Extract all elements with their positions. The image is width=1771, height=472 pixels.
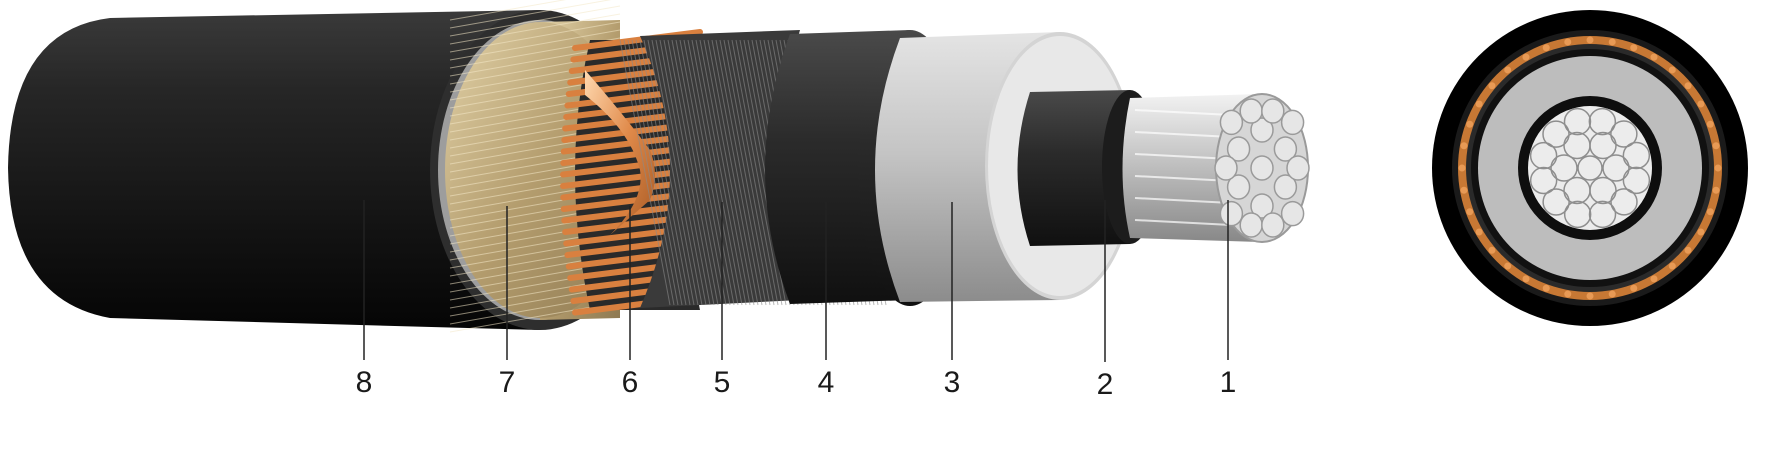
callout-8: 8 (356, 200, 373, 399)
callout-6: 6 (622, 206, 639, 399)
label-4: 4 (818, 366, 835, 399)
label-7: 7 (499, 366, 516, 399)
callout-2: 2 (1097, 200, 1114, 401)
conductor (1122, 93, 1310, 243)
label-1: 1 (1220, 366, 1237, 399)
label-2: 2 (1097, 368, 1114, 401)
callout-7: 7 (499, 206, 516, 399)
callout-4: 4 (818, 202, 835, 399)
callout-5: 5 (714, 202, 731, 399)
label-5: 5 (714, 366, 731, 399)
label-6: 6 (622, 366, 639, 399)
label-8: 8 (356, 366, 373, 399)
callout-3: 3 (944, 202, 961, 399)
callout-1: 1 (1220, 200, 1237, 399)
label-3: 3 (944, 366, 961, 399)
callouts: 1 2 3 4 5 6 7 8 (356, 200, 1237, 401)
cross-section (1432, 10, 1748, 326)
